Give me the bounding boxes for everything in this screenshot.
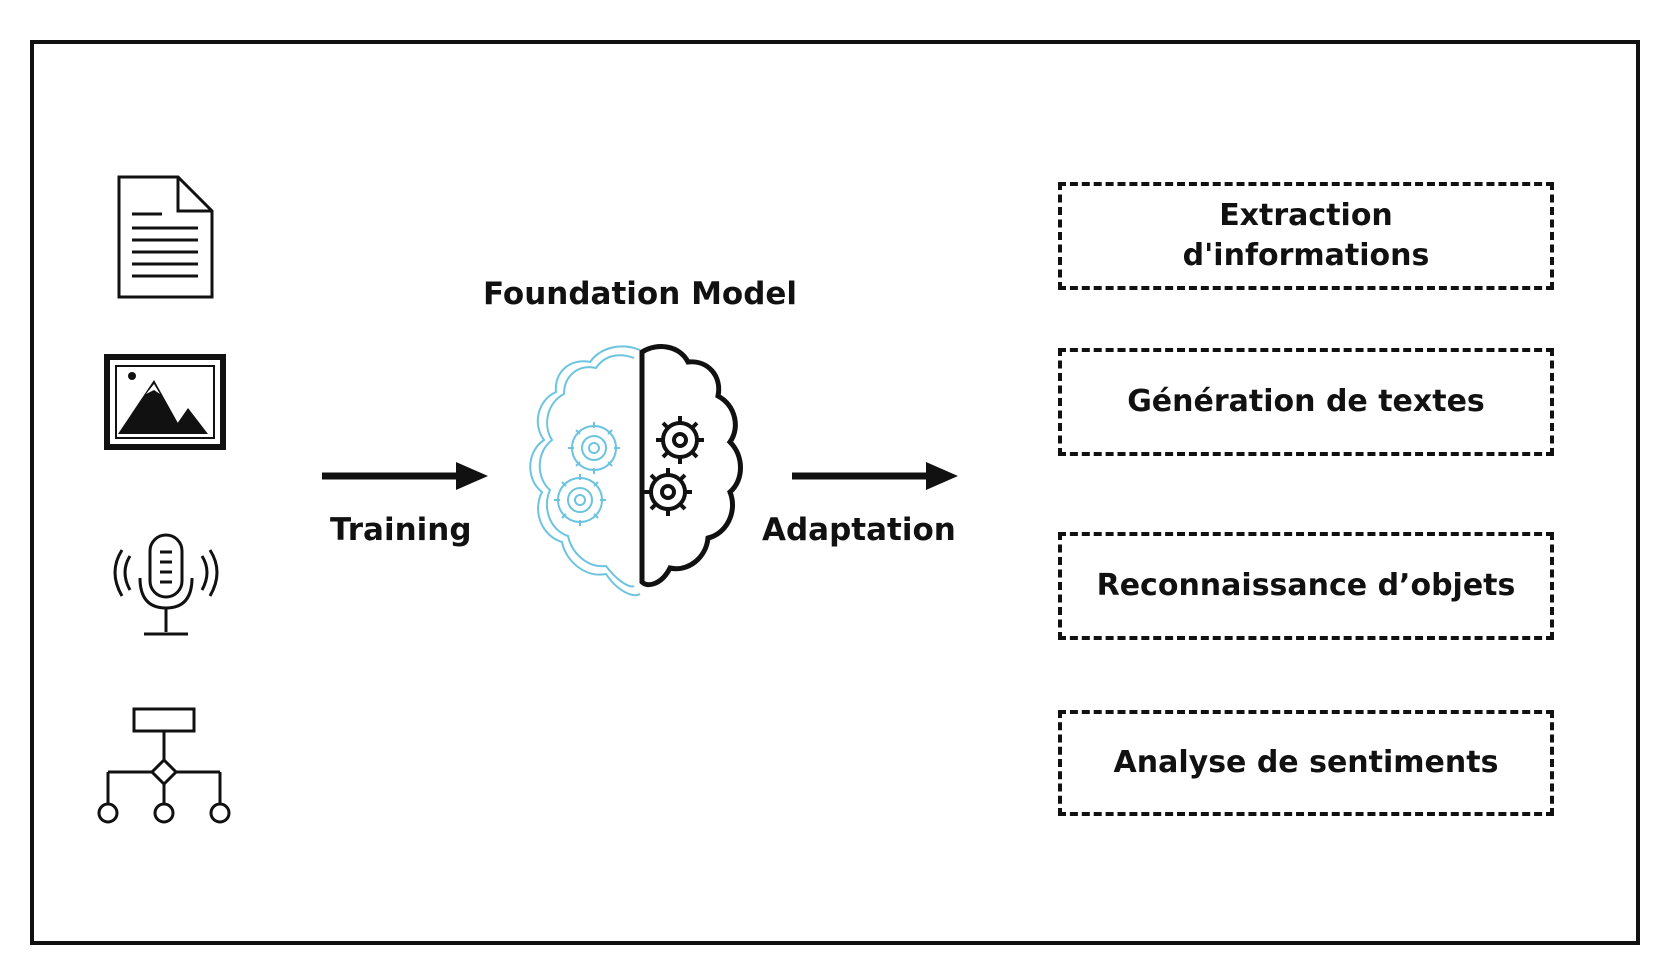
image-icon: [104, 354, 226, 450]
task-box-extraction: Extraction d'informations: [1058, 182, 1554, 290]
training-label: Training: [330, 512, 472, 548]
document-icon: [117, 175, 214, 299]
training-arrow: [322, 462, 488, 490]
adaptation-arrow: [792, 462, 958, 490]
task-box-sentiment: Analyse de sentiments: [1058, 710, 1554, 816]
microphone-icon: [113, 533, 219, 636]
diagram-frame: [30, 40, 1640, 945]
adaptation-label: Adaptation: [762, 512, 956, 548]
task-label: Extraction: [1219, 198, 1393, 233]
hierarchy-icon: [97, 707, 231, 824]
task-label: Reconnaissance d’objets: [1096, 568, 1516, 603]
task-label: d'informations: [1182, 238, 1430, 273]
task-box-generation: Génération de textes: [1058, 348, 1554, 456]
task-label: Analyse de sentiments: [1113, 745, 1499, 780]
task-label: Génération de textes: [1127, 384, 1485, 419]
brain-gears-icon: [529, 344, 743, 597]
task-box-recognition: Reconnaissance d’objets: [1058, 532, 1554, 640]
model-title: Foundation Model: [483, 276, 798, 312]
